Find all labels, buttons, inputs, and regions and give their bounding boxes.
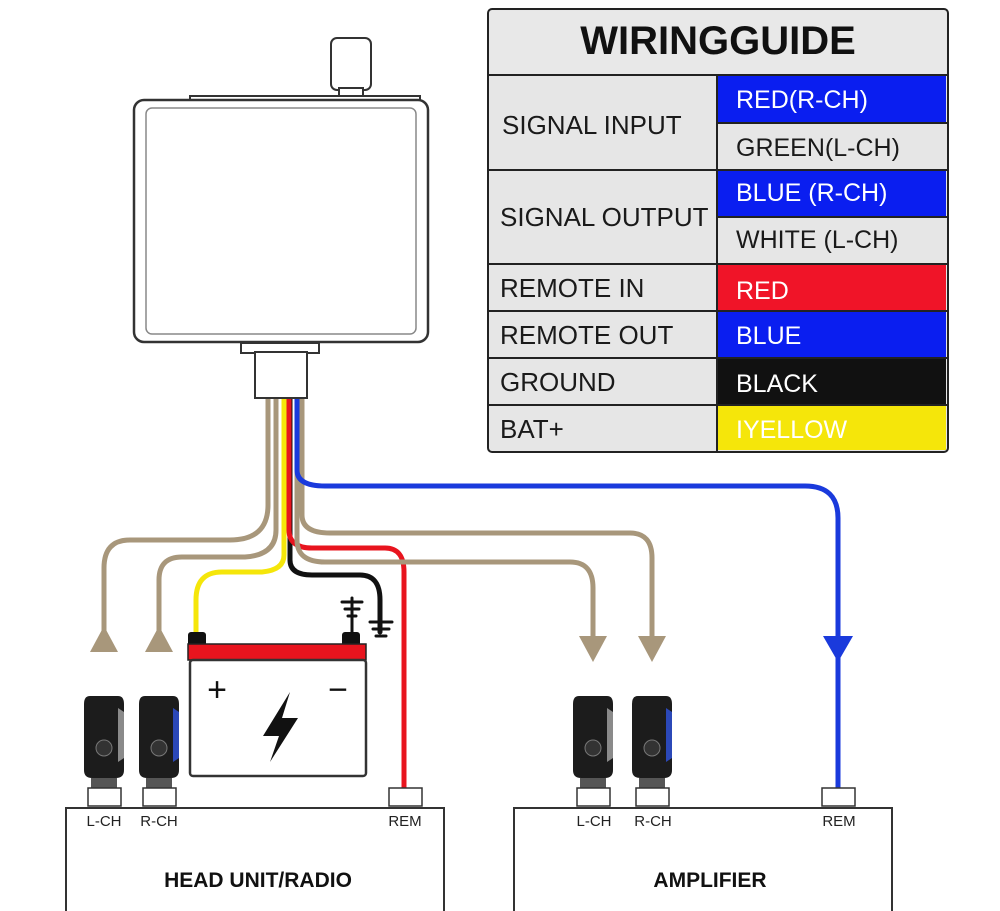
converter-box [132, 37, 430, 399]
cell-signal-output-r [717, 170, 946, 217]
battery-top [187, 643, 367, 661]
amplifier: L-CH R-CH REM AMPLIFIER [513, 787, 893, 911]
battery-plus-sign: + [207, 671, 227, 709]
arrow-head-r-ch [145, 626, 173, 652]
rca-plug-head-l [84, 696, 124, 790]
battery-minus-sign: − [328, 671, 348, 709]
cell-signal-output-l [717, 217, 946, 264]
wire-amp-r-ch [299, 395, 655, 643]
arrow-amp-rem [823, 636, 853, 662]
port-head-l-ch [87, 787, 122, 807]
arrow-amp-l-ch [579, 636, 607, 662]
lightning-icon [263, 692, 298, 762]
wire-label-blue-r-ch: BLUE (R-CH) [736, 179, 887, 207]
cell-signal-input-r [717, 76, 946, 123]
port-label-head-rem: REM [388, 813, 421, 830]
label-ground: GROUND [500, 367, 616, 397]
wire-bat-plus [193, 395, 287, 635]
wire-head-l-ch [101, 395, 271, 643]
cell-ground [717, 358, 946, 405]
signal-arrows [90, 626, 853, 662]
label-signal-input: SIGNAL INPUT [502, 110, 682, 140]
wiring-guide-title: WIRINGGUIDE [580, 19, 856, 63]
wire-label-white-l-ch: WHITE (L-CH) [736, 226, 898, 254]
rca-plugs [84, 696, 672, 790]
label-remote-out: REMOTE OUT [500, 320, 673, 350]
amplifier-label: AMPLIFIER [653, 869, 766, 892]
port-amp-rem [821, 787, 856, 807]
rca-plug-head-r [139, 696, 179, 790]
ground-icon [340, 596, 394, 638]
label-signal-output: SIGNAL OUTPUT [500, 202, 709, 232]
cell-remote-out [717, 311, 946, 358]
port-label-amp-l-ch: L-CH [576, 813, 611, 830]
head-unit-label: HEAD UNIT/RADIO [164, 869, 352, 892]
cell-remote-in [717, 264, 946, 311]
port-head-r-ch [142, 787, 177, 807]
wire-label-yellow: IYELLOW [736, 416, 848, 444]
wire-label-blue: BLUE [736, 322, 801, 350]
head-unit: L-CH R-CH REM HEAD UNIT/RADIO [65, 787, 445, 911]
amplifier-box [513, 807, 893, 911]
wire-label-black: BLACK [736, 370, 818, 398]
arrow-head-l-ch [90, 626, 118, 652]
wire-label-green-l-ch: GREEN(L-CH) [736, 134, 900, 162]
wire-label-red: RED [736, 277, 789, 305]
port-amp-l-ch [576, 787, 611, 807]
rca-plug-amp-l [573, 696, 613, 790]
port-label-head-l-ch: L-CH [86, 813, 121, 830]
wires [101, 395, 841, 793]
converter-housing [132, 98, 430, 344]
port-label-amp-rem: REM [822, 813, 855, 830]
wire-amp-l-ch [294, 395, 596, 643]
battery: + − [187, 632, 368, 778]
wire-ground [287, 395, 383, 635]
rca-plug-amp-r [632, 696, 672, 790]
label-bat-plus: BAT+ [500, 414, 564, 444]
head-unit-box [65, 807, 445, 911]
port-label-amp-r-ch: R-CH [634, 813, 672, 830]
wiring-guide-table: WIRINGGUIDE SIGNAL INPUT SIGNAL OUTPUT R… [487, 8, 949, 453]
wire-head-r-ch [156, 395, 279, 643]
converter-knob [330, 37, 372, 91]
port-head-rem [388, 787, 423, 807]
cell-bat-plus [717, 405, 946, 450]
wire-label-red-r-ch: RED(R-CH) [736, 86, 868, 114]
label-remote-in: REMOTE IN [500, 273, 644, 303]
wire-remote-out [294, 395, 841, 793]
port-amp-r-ch [635, 787, 670, 807]
arrow-amp-r-ch [638, 636, 666, 662]
cell-signal-input-l [717, 123, 946, 170]
port-label-head-r-ch: R-CH [140, 813, 178, 830]
